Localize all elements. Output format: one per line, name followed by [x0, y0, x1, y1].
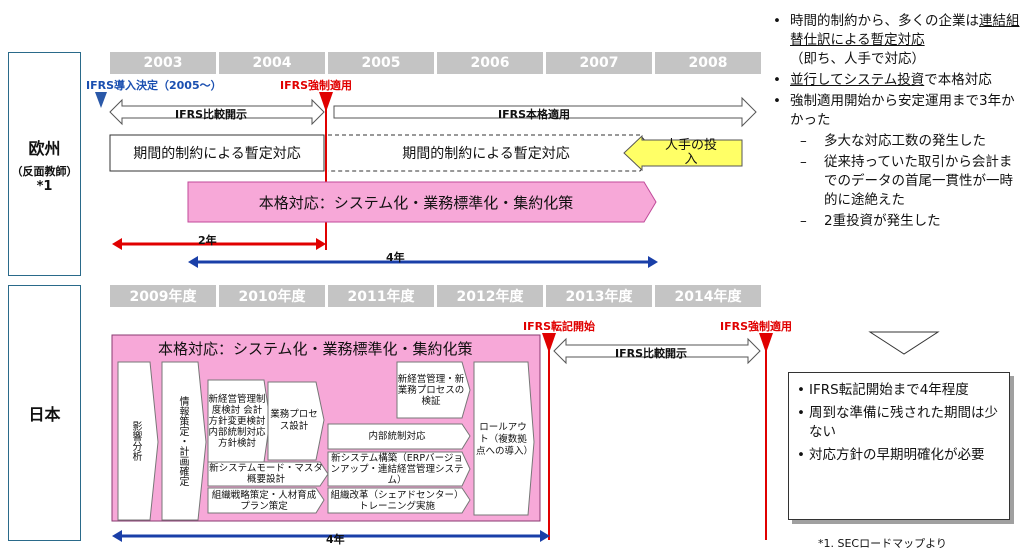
japan-comparison-label: IFRS比較開示: [615, 347, 687, 360]
task-verification: 新経営管理・新業務プロセスの検証: [397, 373, 465, 407]
key-sub-point: 多大な対応工数の発生した: [770, 132, 1020, 151]
span-4-years-europe: 4年: [386, 251, 405, 264]
ifrs-decision-label: IFRS導入決定（2005～）: [86, 79, 222, 92]
year-header: 2006: [437, 52, 543, 74]
key-point: 強制適用開始から安定運用まで3年かかった: [770, 92, 1020, 130]
ifrs-transfer-label: IFRS転記開始: [523, 320, 595, 333]
key-point: 並行してシステム投資で本格対応: [770, 71, 1020, 90]
year-header: 2008: [655, 52, 761, 74]
interim-left-text: 期間的制約による暫定対応: [110, 135, 324, 171]
manual-labor-label: 人手の投入: [664, 138, 717, 167]
span-2-years: 2年: [198, 234, 217, 247]
key-sub-point: 従来持っていた取引から会計までのデータの首尾一貫性が一時的に途絶えた: [770, 153, 1020, 210]
interim-right-label: 期間的制約による暫定対応: [402, 146, 570, 162]
key-point-text: 時間的制約から、多くの企業は: [790, 13, 979, 29]
comparison-label: IFRS比較開示: [175, 108, 247, 121]
region-japan-name: 日本: [28, 405, 61, 424]
year-header: 2013年度: [546, 285, 652, 307]
span-4-years-japan: 4年: [326, 533, 345, 546]
region-europe-note: *1: [36, 178, 53, 194]
summary-box: IFRS転記開始まで4年程度 周到な準備に残された期間は少ない 対応方針の早期明…: [788, 372, 1010, 520]
region-japan: 日本: [8, 285, 81, 541]
footnote: *1. SECロードマップより: [818, 537, 947, 550]
full-application-label: IFRS本格適用: [498, 108, 570, 121]
europe-full-response-text: 本格対応：システム化・業務標準化・集約化策: [188, 182, 644, 222]
task-management-review: 新経営管理制度検討 会計方針変更検討 内部統制対応方針検討: [208, 393, 266, 449]
region-europe-sub: （反面教師）: [11, 164, 78, 178]
key-point-emphasis: 並行してシステム投資: [790, 72, 925, 88]
summary-item: IFRS転記開始まで4年程度: [797, 381, 1001, 400]
full-application-arrow: [333, 96, 757, 128]
year-header: 2010年度: [219, 285, 325, 307]
task-impact-analysis: 影響分析: [130, 421, 141, 461]
key-point-text: 強制適用開始から安定運用まで3年かかった: [790, 93, 1015, 128]
key-point-text: （即ち、人手で対応）: [790, 51, 925, 67]
key-point-text: で本格対応: [924, 72, 992, 88]
key-point-emphasis: 連結組替仕訳による暫定対応: [790, 13, 1020, 48]
task-internal-control: 内部統制対応: [368, 430, 426, 442]
interim-right-text: 期間的制約による暫定対応: [328, 135, 644, 171]
task-system-design: 新システムモード・マスタ概要設計: [209, 463, 323, 485]
ifrs-mandatory-label: IFRS強制適用: [280, 79, 352, 92]
key-sub-point: 2重投資が発生した: [770, 212, 1020, 231]
region-europe-name: 欧州: [28, 138, 61, 158]
year-header: 2009年度: [110, 285, 216, 307]
key-point: 時間的制約から、多くの企業は連結組替仕訳による暫定対応 （即ち、人手で対応）: [770, 12, 1020, 69]
manual-labor-text: 人手の投入: [640, 138, 742, 167]
task-system-build: 新システム構築（ERPバージョンアップ・連結経営管理システム）: [330, 452, 464, 486]
task-org-reform: 組織改革（シェアドセンター）トレーニング実施: [330, 489, 464, 512]
interim-left-label: 期間的制約による暫定対応: [133, 146, 301, 162]
comparison-arrow: [109, 98, 325, 126]
year-header: 2011年度: [328, 285, 434, 307]
summary-item: 周到な準備に残された期間は少ない: [797, 404, 1001, 442]
year-header: 2012年度: [437, 285, 543, 307]
task-rollout: ロールアウト（複数拠点への導入）: [476, 422, 534, 457]
manual-labor-arrow: [623, 134, 743, 172]
europe-full-response-label: 本格対応：システム化・業務標準化・集約化策: [258, 193, 574, 212]
key-points: 時間的制約から、多くの企業は連結組替仕訳による暫定対応 （即ち、人手で対応） 並行…: [770, 12, 1020, 233]
conclusion-arrow-icon: [868, 331, 940, 355]
year-header: 2003: [110, 52, 216, 74]
task-process-design: 業務プロセス設計: [270, 409, 318, 432]
year-header: 2004: [219, 52, 325, 74]
europe-full-response-bar: [187, 181, 657, 223]
key-sub-point-text: 多大な対応工数の発生した: [824, 133, 986, 149]
summary-item: 対応方針の早期明確化が必要: [797, 446, 1001, 465]
year-header: 2007: [546, 52, 652, 74]
key-sub-point-text: 2重投資が発生した: [824, 213, 941, 229]
task-info-planning: 情報策定・計画確定: [177, 396, 188, 486]
year-header: 2014年度: [655, 285, 761, 307]
task-org-strategy: 組織戦略策定・人材育成プラン策定: [211, 489, 317, 512]
decision-triangle-icon: [95, 92, 107, 108]
interim-box-left: [109, 134, 325, 172]
mandatory-triangle-icon: [759, 333, 773, 353]
year-header: 2005: [328, 52, 434, 74]
key-sub-point-text: 従来持っていた取引から会計までのデータの首尾一貫性が一時的に途絶えた: [824, 154, 1013, 208]
japan-full-response-text: 本格対応：システム化・業務標準化・集約化策: [158, 340, 473, 358]
transfer-triangle-icon: [542, 333, 556, 353]
ifrs-mandatory-label-japan: IFRS強制適用: [720, 320, 792, 333]
japan-comparison-arrow: [553, 337, 761, 365]
region-europe: 欧州 （反面教師） *1: [8, 52, 81, 276]
